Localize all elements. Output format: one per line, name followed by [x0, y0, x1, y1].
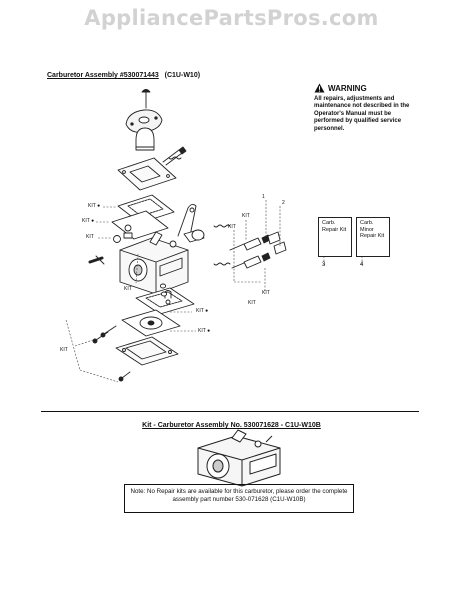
- top-screw: [141, 89, 151, 109]
- kit-carburetor-illustration: [197, 429, 281, 487]
- cover-screws: [92, 325, 131, 382]
- warning-block: WARNING All repairs, adjustments and mai…: [314, 83, 414, 134]
- kit-section-title: Kit - Carburetor Assembly No. 530071628 …: [142, 422, 321, 429]
- section-divider: [41, 411, 419, 412]
- o-ring: [159, 283, 168, 297]
- callout-kit-7: KIT: [60, 347, 68, 353]
- callout-ref-1: 1: [262, 194, 265, 200]
- warning-triangle-icon: [314, 83, 325, 95]
- callout-kit-dot-1: KIT ●: [88, 203, 101, 209]
- callout-ref-2: 2: [282, 200, 285, 206]
- warning-body: All repairs, adjustments and maintenance…: [314, 95, 410, 132]
- assembly-model: (C1U-W10): [164, 72, 201, 79]
- limiter-cap-2: [273, 241, 287, 255]
- callout-kit-1: KIT: [86, 234, 94, 240]
- kit-box-minor-repair: Carb. Minor Repair Kit: [356, 217, 390, 257]
- inlet-screen: [113, 232, 133, 243]
- pump-cover: [117, 157, 177, 191]
- kit-box-minor-repair-label: Carb. Minor Repair Kit: [360, 220, 385, 240]
- leader-lines: [65, 200, 363, 383]
- assembly-title: Carburetor Assembly #530071443 (C1U-W10): [47, 72, 200, 79]
- watermark: AppliancePartsPros.com: [84, 6, 379, 30]
- callout-kit-6: KIT: [124, 286, 132, 292]
- carburetor-body: [119, 231, 189, 295]
- kit-number-repair: 3: [322, 262, 326, 268]
- callout-kit-5: KIT: [248, 300, 256, 306]
- kit-number-minor-repair: 4: [360, 262, 364, 268]
- callout-kit-3: KIT: [228, 224, 236, 230]
- assembly-title-text: Carburetor Assembly #530071443: [47, 72, 159, 79]
- mixture-springs: [213, 224, 231, 266]
- callout-kit-dot-3: KIT ●: [196, 308, 209, 314]
- mixture-screw-1: [229, 234, 271, 251]
- callout-kit-2: KIT: [242, 213, 250, 219]
- limiter-cap-1: [267, 231, 281, 245]
- mixture-screw-2: [231, 252, 271, 269]
- throttle-shaft: [88, 255, 105, 265]
- metering-cover: [115, 336, 179, 366]
- primer-cover: [125, 109, 163, 133]
- kit-box-repair-label: Carb. Repair Kit: [322, 220, 347, 233]
- throttle-lever: [177, 203, 205, 243]
- kit-note: Note: No Repair kits are available for t…: [124, 484, 354, 513]
- idle-screw: [162, 146, 187, 166]
- callout-kit-dot-2: KIT ●: [82, 218, 95, 224]
- metering-gasket: [135, 287, 195, 315]
- callout-kit-4: KIT: [262, 290, 270, 296]
- warning-heading: WARNING: [314, 83, 414, 95]
- kit-box-repair: Carb. Repair Kit: [318, 217, 352, 257]
- callout-kit-dot-4: KIT ●: [198, 328, 211, 334]
- warning-heading-text: WARNING: [328, 84, 367, 93]
- primer-bulb: [135, 127, 155, 151]
- metering-diaphragm: [121, 309, 181, 337]
